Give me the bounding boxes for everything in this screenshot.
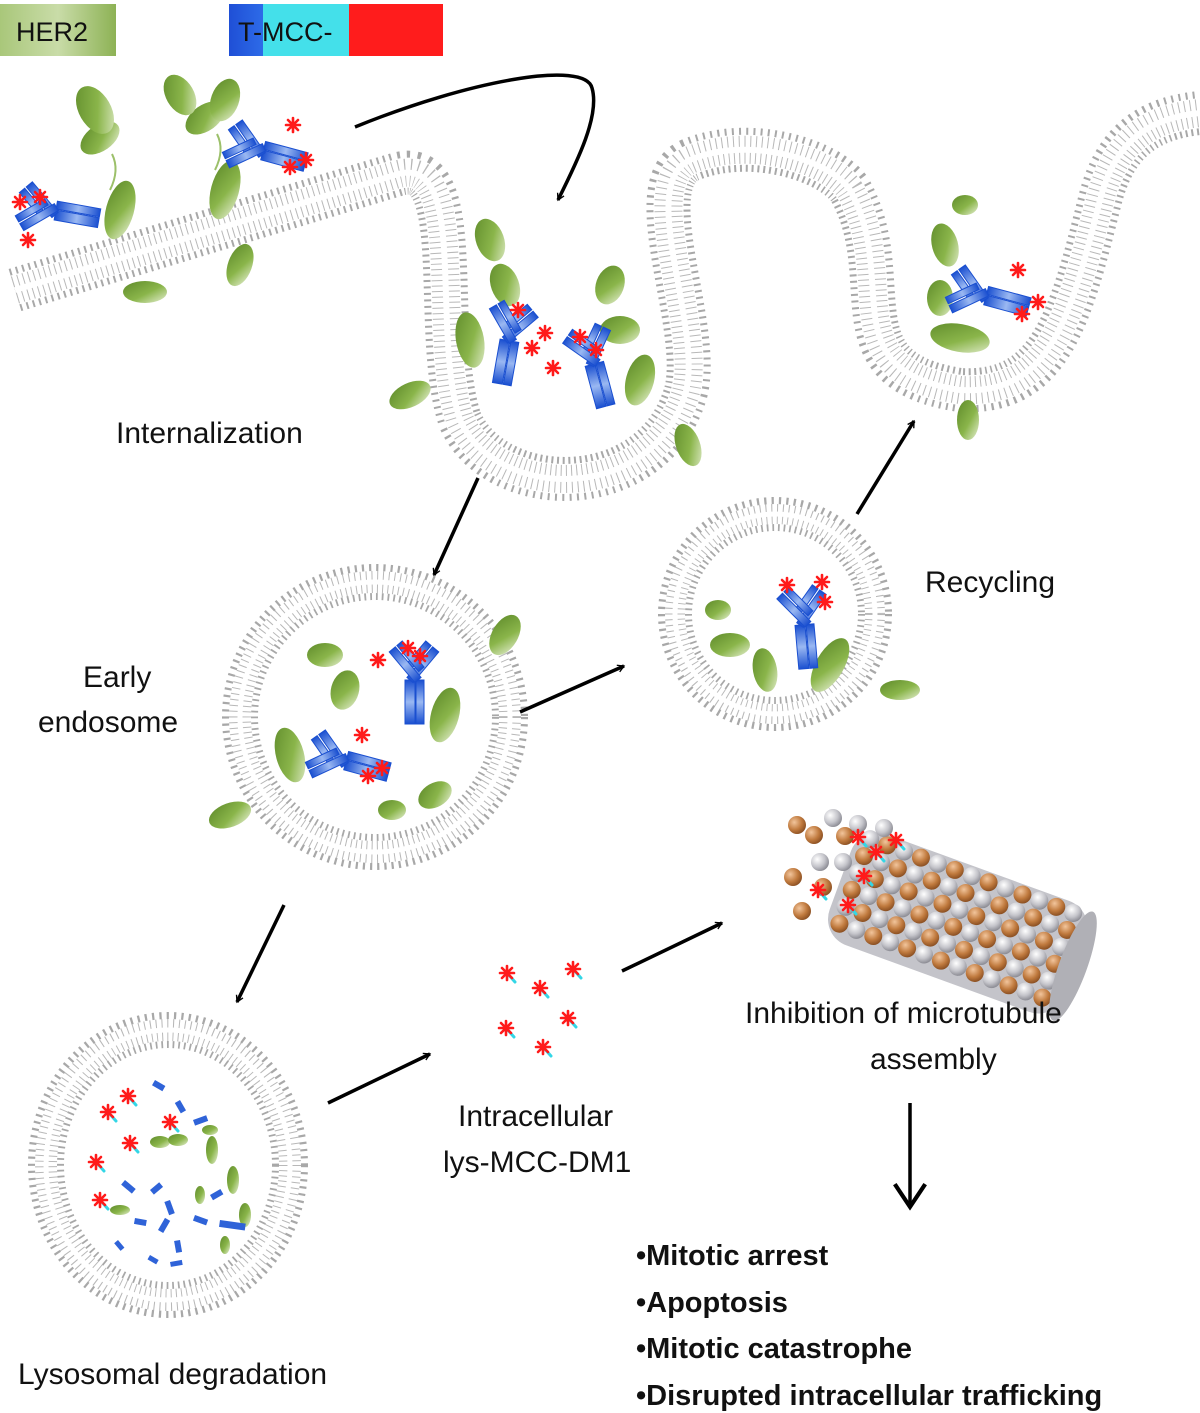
legend-antibody-swatch — [229, 4, 263, 56]
label-early-endosome-line2: endosome — [38, 706, 178, 739]
surface-her2-receptors — [73, 74, 254, 303]
outcome-item: •Mitotic arrest — [636, 1240, 829, 1272]
arrow-endosome-to-lysosome — [235, 904, 286, 1004]
label-recycling: Recycling — [925, 566, 1055, 599]
arrow-endosome-to-recycling — [519, 664, 626, 714]
label-early-endosome-line1: Early — [83, 661, 151, 694]
legend-dm1-swatch — [349, 4, 443, 56]
recycling-vesicle — [658, 497, 892, 731]
arrow-recycling-to-membrane — [855, 419, 916, 515]
lysosome-degraded-fragments — [89, 1080, 251, 1267]
internalization-pocket-receptors — [389, 218, 702, 467]
label-internalization: Internalization — [116, 417, 303, 450]
outcome-item: •Mitotic catastrophe — [636, 1333, 912, 1365]
label-intracellular-line2: lys-MCC-DM1 — [443, 1146, 631, 1179]
pathway-arrows — [235, 73, 927, 1211]
legend-adc-label: T-MCC- — [238, 17, 332, 47]
legend-her2-label: HER2 — [16, 17, 88, 47]
early-endosome-contents — [208, 614, 521, 829]
label-microtubule-line2: assembly — [870, 1043, 997, 1076]
arrow-internalization-to-endosome — [432, 477, 480, 577]
legend-her2-swatch — [0, 4, 116, 56]
recycling-vesicle-contents — [705, 573, 920, 700]
early-endosome-vesicle — [222, 564, 528, 870]
label-lysosomal-degradation: Lysosomal degradation — [18, 1358, 327, 1391]
label-microtubule-line1: Inhibition of microtubule — [745, 997, 1062, 1030]
outcome-list: •Mitotic arrest •Apoptosis •Mitotic cata… — [636, 1240, 1102, 1412]
arrow-binding-to-internalization — [354, 73, 596, 202]
legend-linker-swatch — [263, 4, 349, 56]
outcome-item: •Apoptosis — [636, 1287, 788, 1319]
microtubule — [784, 809, 1097, 1021]
label-intracellular-line1: Intracellular — [458, 1100, 613, 1133]
plasma-membrane — [8, 91, 1200, 501]
arrow-release-to-microtubule — [621, 921, 724, 973]
outcome-item: •Disrupted intracellular trafficking — [636, 1380, 1102, 1412]
free-lys-mcc-dm1 — [499, 962, 581, 1056]
lysosome-vesicle — [28, 1012, 308, 1318]
arrow-lysosome-to-release — [327, 1052, 432, 1105]
recycling-pocket-receptors — [927, 195, 1047, 440]
